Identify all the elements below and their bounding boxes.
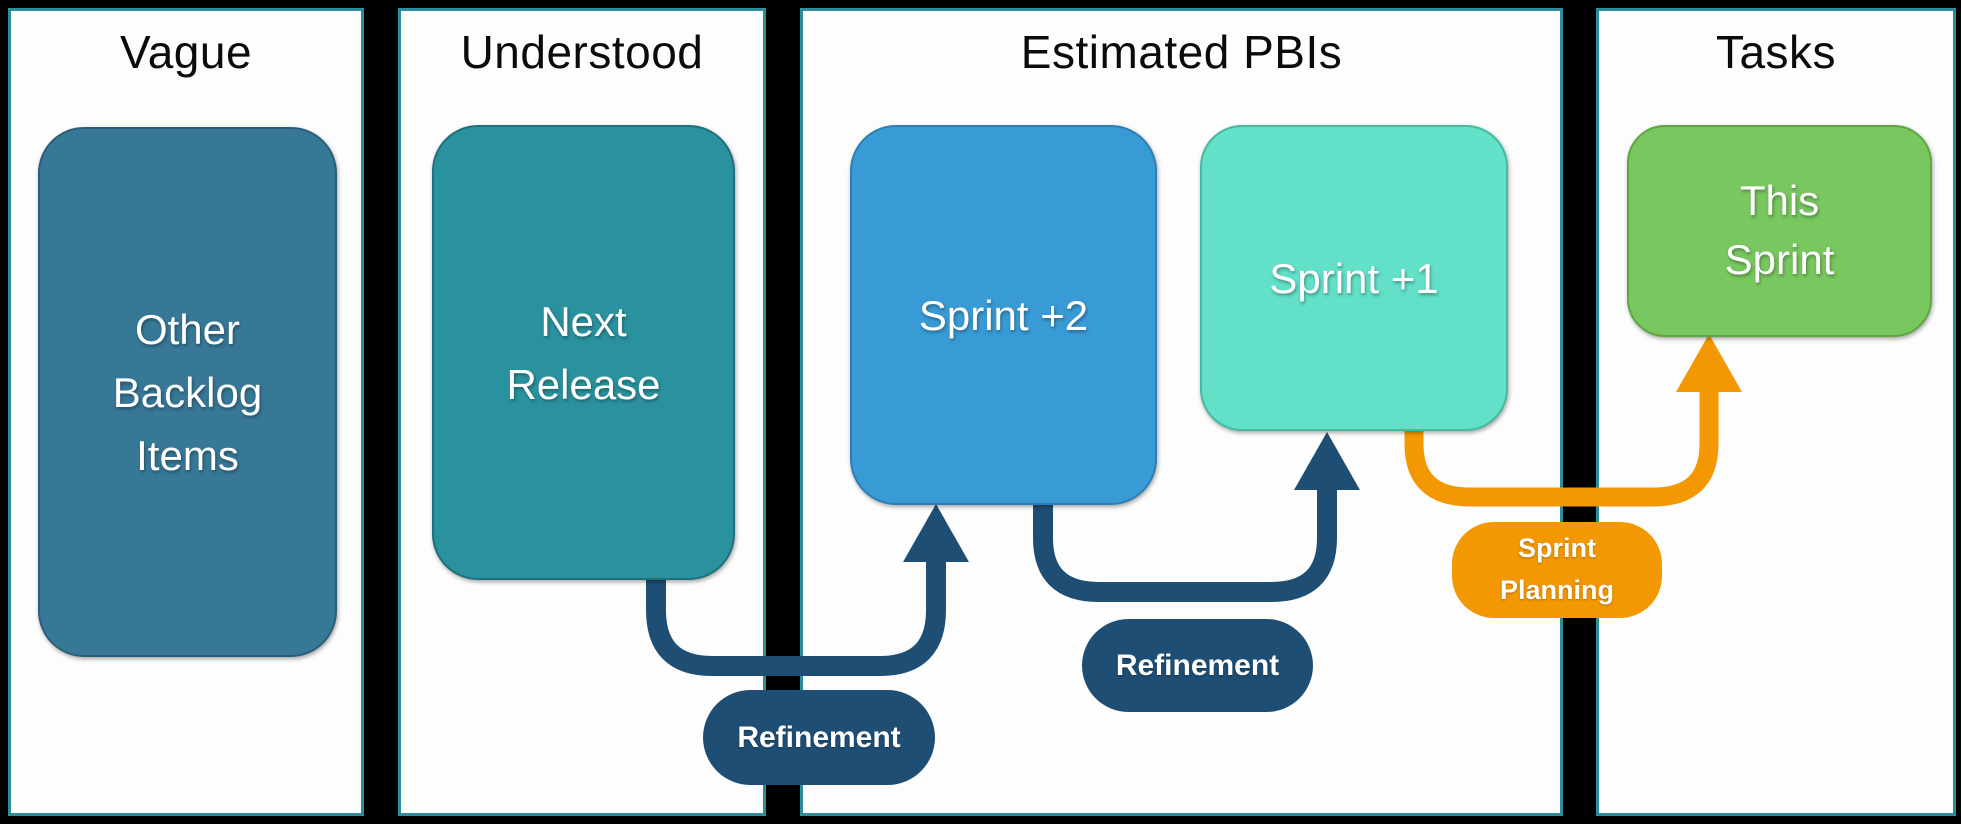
other-backlog-items-box: Other Backlog Items <box>38 127 337 657</box>
refinement-pill-1-label: Refinement <box>737 720 901 754</box>
sprint-planning-pill-label: Sprint Planning <box>1500 533 1614 605</box>
sprint-plus-2-label: Sprint +2 <box>918 291 1089 339</box>
sprint-planning-pill: Sprint Planning <box>1452 522 1662 618</box>
sprint-plus-1-label: Sprint +1 <box>1269 254 1439 302</box>
next-release-label: Next Release <box>506 297 661 408</box>
refinement-pill-2-label: Refinement <box>1115 648 1280 682</box>
refinement-pill-2: Refinement <box>1082 619 1313 712</box>
refinement-arrow-1 <box>646 504 969 676</box>
sprint-plus-1-box: Sprint +1 <box>1200 125 1508 431</box>
this-sprint-label: This Sprint <box>1724 177 1835 283</box>
other-backlog-items-label: Other Backlog Items <box>112 305 263 479</box>
refinement-arrow-2 <box>1033 432 1360 602</box>
this-sprint-box: This Sprint <box>1627 125 1932 337</box>
sprint-planning-arrow <box>1404 334 1742 507</box>
sprint-plus-2-box: Sprint +2 <box>850 125 1157 505</box>
next-release-box: Next Release <box>432 125 735 580</box>
column-header-tasks: Tasks <box>1715 26 1837 78</box>
refinement-pill-1: Refinement <box>703 690 935 785</box>
column-header-understood: Understood <box>460 26 704 78</box>
column-header-estimated-pbis: Estimated PBIs <box>1020 26 1343 78</box>
column-header-vague: Vague <box>119 26 253 78</box>
